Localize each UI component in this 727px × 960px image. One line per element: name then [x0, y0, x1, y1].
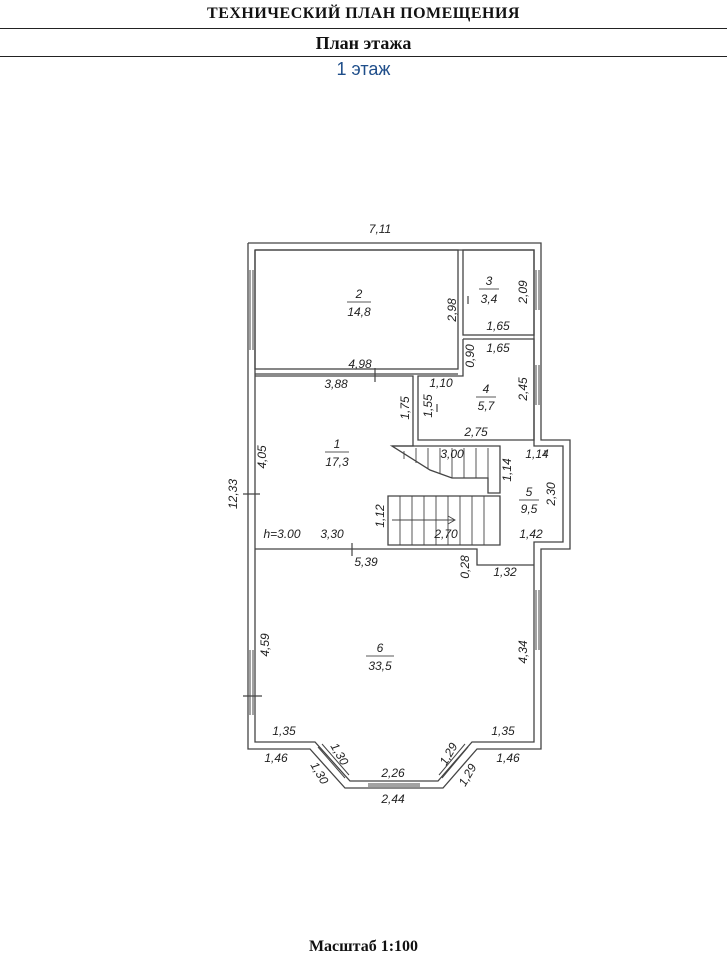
stair-arrow-head	[447, 515, 456, 525]
dim-label: 2,26	[380, 766, 405, 780]
dim-label: 4,59	[258, 633, 272, 657]
dim-label: 1,35	[272, 724, 296, 738]
dim-label: 1,12	[373, 504, 387, 528]
room-6-area: 33,5	[368, 659, 392, 673]
room-4-area: 5,7	[478, 399, 496, 413]
dim-label: 5,39	[354, 555, 378, 569]
room-5-area: 9,5	[521, 502, 538, 516]
dimension-labels: 7,11 2,98 2,09 1,65 1,65 0,90 2,45 4,98 …	[226, 222, 558, 806]
dim-label: 1,65	[486, 341, 510, 355]
room-5-number: 5	[526, 485, 533, 499]
ceiling-height-label: h=3.00	[263, 527, 300, 541]
room-3-area: 3,4	[481, 292, 498, 306]
dim-label: 1,55	[421, 394, 435, 418]
plan-subtitle: План этажа	[0, 30, 727, 57]
staircase-lower-flight	[387, 495, 501, 546]
dim-label: 1,65	[486, 319, 510, 333]
dim-label: 3,00	[440, 447, 464, 461]
outer-wall-inner	[254, 249, 564, 782]
dim-label: 1,46	[496, 751, 520, 765]
dim-label: 1,30	[308, 759, 332, 787]
dim-label: 2,98	[445, 298, 459, 323]
dim-label: 0,28	[458, 555, 472, 579]
room-2-number: 2	[355, 287, 363, 301]
dim-label: 2,44	[380, 792, 405, 806]
dim-label: 12,33	[226, 479, 240, 509]
dim-label: 1,75	[398, 396, 412, 420]
room-2-walls	[254, 249, 459, 370]
dim-label: 3,30	[320, 527, 344, 541]
floor-plan-drawing: 2 14,8 3 3,4 4 5,7 1 17,3 5 9,5 6 33,5 7…	[226, 222, 571, 806]
dim-label: 4,34	[516, 640, 530, 664]
outer-wall-outer	[247, 242, 571, 789]
windows	[249, 270, 540, 787]
document-title: ТЕХНИЧЕСКИЙ ПЛАН ПОМЕЩЕНИЯ	[0, 0, 727, 29]
room-4-number: 4	[483, 382, 490, 396]
dim-label: 1,14	[525, 447, 549, 461]
scale-label: Масштаб 1:100	[308, 938, 419, 955]
dim-label: 2,70	[433, 527, 458, 541]
room-6-top-wall	[255, 548, 534, 566]
room-3-walls	[462, 249, 535, 336]
floor-label: 1 этаж	[336, 59, 391, 79]
dim-label: 2,75	[463, 425, 488, 439]
room-2-area: 14,8	[347, 305, 371, 319]
dim-label: 4,98	[348, 357, 372, 371]
dim-label: 1,46	[264, 751, 288, 765]
room-1-number: 1	[334, 437, 341, 451]
dim-label: 7,11	[369, 222, 391, 236]
dim-label: 1,10	[429, 376, 453, 390]
room-4-walls	[417, 338, 535, 441]
dim-label: 2,09	[516, 280, 530, 305]
dim-label: 4,05	[255, 445, 269, 469]
dim-label: 1,35	[491, 724, 515, 738]
dim-label: 1,14	[500, 458, 514, 482]
room-1-area: 17,3	[325, 455, 349, 469]
dim-label: 3,88	[324, 377, 348, 391]
dim-label: 0,90	[463, 344, 477, 368]
dim-label: 2,45	[516, 377, 530, 402]
staircase-upper-flight	[389, 445, 501, 494]
dim-label: 1,29	[456, 761, 480, 789]
dim-label: 1,42	[519, 527, 543, 541]
dim-label: 2,30	[544, 482, 558, 507]
dim-label: 1,32	[493, 565, 517, 579]
room-6-number: 6	[377, 641, 384, 655]
room-3-number: 3	[486, 274, 493, 288]
